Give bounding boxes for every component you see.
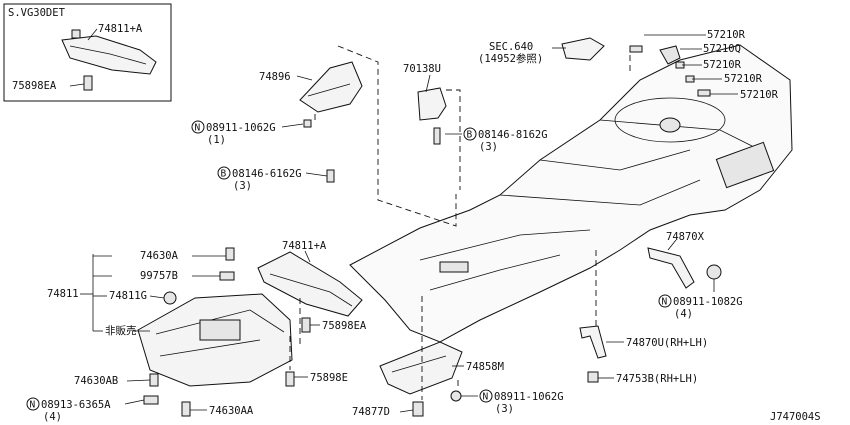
label-74630ab: 74630AB bbox=[74, 375, 118, 387]
label-08146-8162g: 08146-8162G bbox=[478, 129, 548, 141]
label-75898e: 75898E bbox=[310, 372, 348, 384]
svg-text:N: N bbox=[662, 297, 668, 308]
label-74858m: 74858M bbox=[466, 361, 504, 373]
label-74870u: 74870U(RH+LH) bbox=[626, 337, 708, 349]
label-qty-4b: (4) bbox=[674, 308, 693, 320]
label-08911-1062g-b: 08911-1062G bbox=[494, 391, 564, 403]
marker-n-2: N bbox=[26, 397, 40, 411]
inset-clip bbox=[83, 75, 93, 91]
part-57210-group bbox=[629, 45, 711, 97]
svg-text:B: B bbox=[467, 130, 473, 141]
label-qty-3a: (3) bbox=[233, 180, 252, 192]
svg-text:N: N bbox=[30, 400, 36, 411]
label-qty-1: (1) bbox=[207, 134, 226, 146]
leader-lines bbox=[80, 34, 738, 413]
part-sec640 bbox=[561, 37, 605, 61]
marker-b-1: B bbox=[217, 166, 231, 180]
label-74870x: 74870X bbox=[666, 231, 705, 243]
label-74811: 74811 bbox=[47, 288, 79, 300]
label-75898ea: 75898EA bbox=[322, 320, 367, 332]
label-74630a: 74630A bbox=[140, 250, 179, 262]
inset-label-75898ea: 75898EA bbox=[12, 80, 57, 92]
label-74753b: 74753B(RH+LH) bbox=[616, 373, 698, 385]
part-74870 bbox=[579, 247, 722, 383]
label-74877d: 74877D bbox=[352, 406, 390, 418]
label-08911-1082g: 08911-1082G bbox=[673, 296, 743, 308]
label-74896: 74896 bbox=[259, 71, 291, 83]
svg-text:B: B bbox=[221, 169, 227, 180]
label-57210r-3: 57210R bbox=[724, 73, 763, 85]
marker-n-3: N bbox=[479, 389, 493, 403]
label-57210r-4: 57210R bbox=[740, 89, 779, 101]
label-qty-4a: (4) bbox=[43, 411, 62, 423]
part-74858m bbox=[379, 341, 463, 417]
label-74811g: 74811G bbox=[109, 290, 147, 302]
label-qty-3c: (3) bbox=[495, 403, 514, 415]
part-74811a-mid bbox=[257, 251, 363, 387]
label-hanbai: 非販売 bbox=[105, 324, 137, 337]
marker-b-2: B bbox=[463, 127, 477, 141]
inset-title: S.VG30DET bbox=[8, 7, 66, 19]
label-08911-1062g-a: 08911-1062G bbox=[206, 122, 276, 134]
label-qty-3b: (3) bbox=[479, 141, 498, 153]
label-08913-6365a: 08913-6365A bbox=[41, 399, 111, 411]
label-57210r-1: 57210R bbox=[707, 29, 746, 41]
label-57210q: 57210Q bbox=[703, 43, 741, 55]
part-labels: 74896 08911-1062G (1) 08146-6162G (3) 70… bbox=[41, 29, 821, 423]
label-74630aa: 74630AA bbox=[209, 405, 254, 417]
svg-text:N: N bbox=[483, 392, 489, 403]
part-74896 bbox=[299, 61, 363, 183]
part-70138u bbox=[417, 87, 447, 145]
grommet-74811g bbox=[163, 291, 177, 305]
inset-label-74811a: 74811+A bbox=[98, 23, 143, 35]
label-99757b: 99757B bbox=[140, 270, 178, 282]
marker-n-4: N bbox=[658, 294, 672, 308]
label-sec640: SEC.640 bbox=[489, 41, 533, 53]
inset-box: S.VG30DET 74811+A 75898EA bbox=[3, 3, 172, 102]
marker-n-1: N bbox=[191, 120, 205, 134]
part-74811 bbox=[137, 247, 293, 417]
label-70138u: 70138U bbox=[403, 63, 441, 75]
label-74811a: 74811+A bbox=[282, 240, 327, 252]
label-sec640-ref: (14952参照) bbox=[478, 52, 543, 65]
label-08146-6162g: 08146-6162G bbox=[232, 168, 302, 180]
diagram-id: J747004S bbox=[770, 411, 821, 423]
label-57210r-2: 57210R bbox=[703, 59, 742, 71]
svg-text:N: N bbox=[195, 123, 201, 134]
inset-undercover bbox=[61, 35, 157, 75]
floor-panel bbox=[349, 44, 793, 343]
